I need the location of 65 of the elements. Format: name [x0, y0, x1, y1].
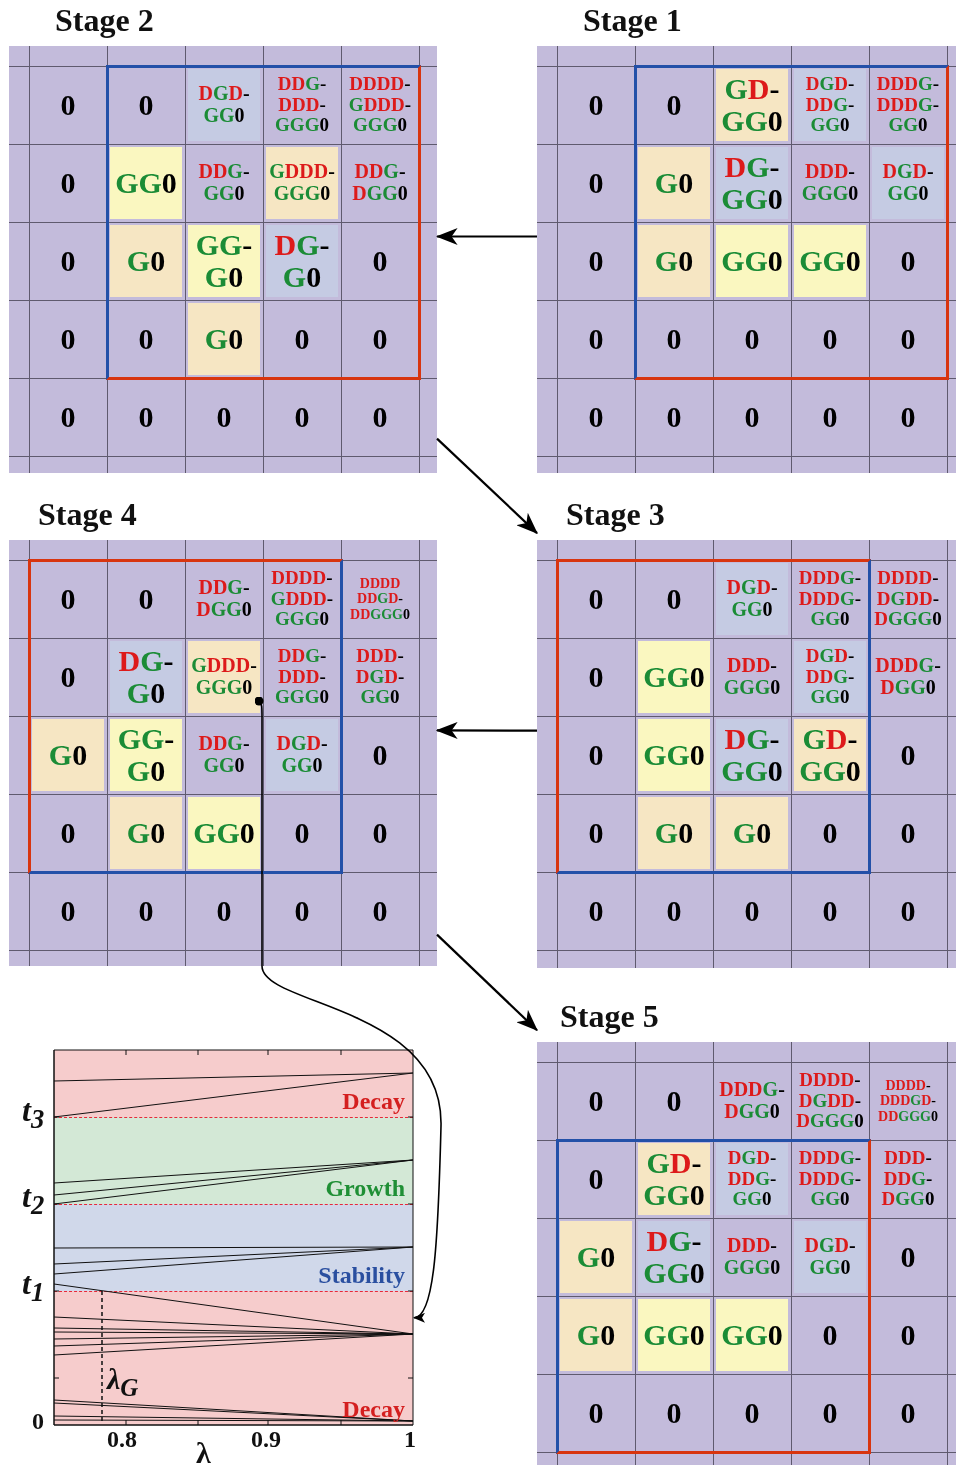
grid-cell: DG-GG0: [716, 147, 788, 219]
grid-cell: G0: [188, 303, 260, 375]
region-label: Decay: [342, 1396, 405, 1423]
grid-cell: G0: [110, 225, 182, 297]
region-label: Stability: [318, 1262, 405, 1289]
grid-cell: DGD-GG0: [716, 563, 788, 635]
axis-tick-label: 0: [32, 1408, 44, 1435]
grid-cell: DGD-GG0: [188, 69, 260, 141]
grid-cell: DG-GG0: [638, 1221, 710, 1293]
arrow: [436, 437, 538, 534]
grid-cell: GD-GG0: [794, 719, 866, 791]
axis-tick-label: t$_{1}$: [22, 1265, 45, 1309]
grid-cell: GG0: [188, 797, 260, 869]
grid-cell: GG0: [638, 1299, 710, 1371]
threshold-label: λ$_{G}$: [107, 1362, 139, 1402]
grid-cell: GDDD-GGG0: [188, 641, 260, 713]
grid-cell: GD-GG0: [716, 69, 788, 141]
grid-cell: G0: [638, 225, 710, 297]
region-label: Decay: [342, 1088, 405, 1115]
grid-cell: G0: [110, 797, 182, 869]
grid-cell: DGD-GG0: [794, 1221, 866, 1293]
panel-title: Stage 2: [55, 1, 154, 40]
axis-title: λ: [196, 1436, 211, 1465]
grid-cell: G0: [560, 1299, 632, 1371]
axis-tick-label: 0.9: [251, 1426, 281, 1453]
region-band: [54, 1204, 413, 1291]
grid-cell: G0: [32, 719, 104, 791]
grid-cell: G0: [638, 797, 710, 869]
grid-cell: DGD-GG0: [872, 147, 944, 219]
grid-cell: GG0: [794, 225, 866, 297]
grid-cell: GG0: [716, 225, 788, 297]
grid-cell: DGD-DDG-GG0: [716, 1143, 788, 1215]
panel-title: Stage 1: [583, 1, 682, 40]
grid-cell: DG-G0: [110, 641, 182, 713]
grid-cell: GG0: [638, 719, 710, 791]
axis-tick-label: 0.8: [107, 1426, 137, 1453]
arrow: [435, 721, 537, 739]
grid-cell: G0: [716, 797, 788, 869]
grid-cell: GG0: [638, 641, 710, 713]
grid-cell: G0: [638, 147, 710, 219]
region-band: [54, 1117, 413, 1204]
panel-title: Stage 5: [560, 997, 659, 1036]
panel-title: Stage 4: [38, 495, 137, 534]
curved-arrow: [254, 696, 442, 1320]
grid-cell: DGD-DDG-GG0: [794, 641, 866, 713]
region-band: [54, 1291, 413, 1425]
grid-cell: DG-G0: [266, 225, 338, 297]
grid-cell: DGD-DDG-GG0: [794, 69, 866, 141]
grid-cell: GDDD-GGG0: [266, 147, 338, 219]
grid-cell: GD-GG0: [638, 1143, 710, 1215]
grid-cell: GG-G0: [188, 225, 260, 297]
grid-cell: DG-GG0: [716, 719, 788, 791]
axis-tick-label: t$_{2}$: [22, 1178, 45, 1222]
axis-tick-label: 1: [404, 1426, 416, 1453]
grid-cell: GG0: [110, 147, 182, 219]
grid-cell: GG-G0: [110, 719, 182, 791]
grid-cell: DGD-GG0: [266, 719, 338, 791]
arrow: [436, 933, 538, 1032]
grid-cell: GG0: [716, 1299, 788, 1371]
region-label: Growth: [325, 1175, 405, 1202]
axis-tick-label: t$_{3}$: [22, 1092, 45, 1136]
grid-cell: G0: [560, 1221, 632, 1293]
panel-title: Stage 3: [566, 495, 665, 534]
region-band: [54, 1050, 413, 1117]
arrow: [435, 228, 537, 245]
